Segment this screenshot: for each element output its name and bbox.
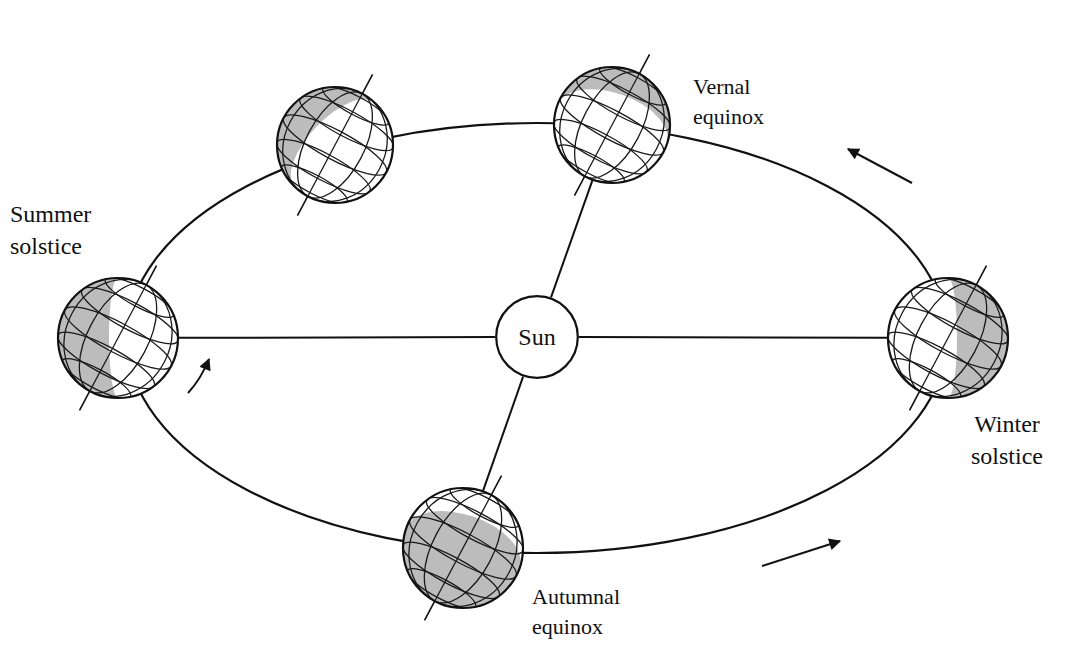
label-holder: Winter solstice [946,408,1068,473]
parallel-line [571,67,676,140]
parallel-line [888,297,1008,380]
sun-ray-line [579,336,888,339]
globe-grid [257,67,414,224]
meridian-line [263,70,407,220]
earth-axis [425,476,502,621]
earth-globe [257,67,417,227]
globe-outline [58,278,178,398]
label-holder: Vernal equinox [693,72,805,131]
label-holder: Summer solstice [10,198,135,263]
globe-grid [382,467,544,629]
globe-grid [37,257,199,419]
parallel-line [906,278,1015,353]
season-label: Winter solstice [946,408,1068,473]
earth-globe: Winter solstice [888,278,1008,398]
globe-shape [554,67,670,183]
parallel-line [271,130,376,203]
sun-label: Sun [518,324,555,351]
direction-arrow [762,541,840,566]
sun-ray-line [483,377,523,492]
globe-outline [277,87,393,203]
parallel-line [277,105,393,185]
label-holder: Autumnal equinox [532,582,650,641]
earth-axis [910,266,987,411]
globe-outline [403,488,523,608]
meridian-line [435,495,491,601]
parallel-line [76,278,185,353]
meridian-line [389,471,538,626]
meridian-line [308,94,362,196]
orbit-ellipse [127,123,947,553]
globe-outline [888,278,1008,398]
direction-arrow [188,359,209,393]
parallel-line [294,87,399,160]
season-label: Autumnal equinox [532,582,650,641]
sun-circle: Sun [495,295,579,379]
meridian-line [874,261,1023,416]
globe-shape [403,488,523,608]
parallel-line [397,533,506,608]
earth-globe: Vernal equinox [554,67,670,183]
globe-shape [58,278,178,398]
parallel-line [52,323,161,398]
day-side [538,76,677,199]
meridian-line [920,285,976,391]
parallel-line [554,85,670,165]
direction-arrow [848,149,912,183]
earth-axis [297,74,372,215]
sun-ray-line [551,180,593,298]
meridian-line [585,74,639,176]
globe-outline [554,67,670,183]
meridian-line [90,285,146,391]
season-label: Summer solstice [10,198,135,263]
parallel-line [58,297,178,380]
meridian-line [44,261,193,416]
sun-ray-line [178,336,495,339]
parallel-line [403,507,523,590]
parallel-line [882,323,991,398]
parallel-line [421,488,530,563]
sun-label-holder: Sun [495,295,579,379]
day-side [406,472,539,568]
globe-grid [534,47,691,204]
earth-axis [80,266,157,411]
earth-axis [574,54,649,195]
day-side [276,85,417,227]
earth-globe: Autumnal equinox [403,488,523,608]
season-label: Vernal equinox [693,72,805,131]
globe-grid [867,257,1029,419]
meridian-line [540,50,684,200]
earth-globe: Summer solstice [58,278,178,398]
parallel-line [548,110,653,183]
globe-shape [888,278,1008,398]
sun-circle [496,296,578,378]
